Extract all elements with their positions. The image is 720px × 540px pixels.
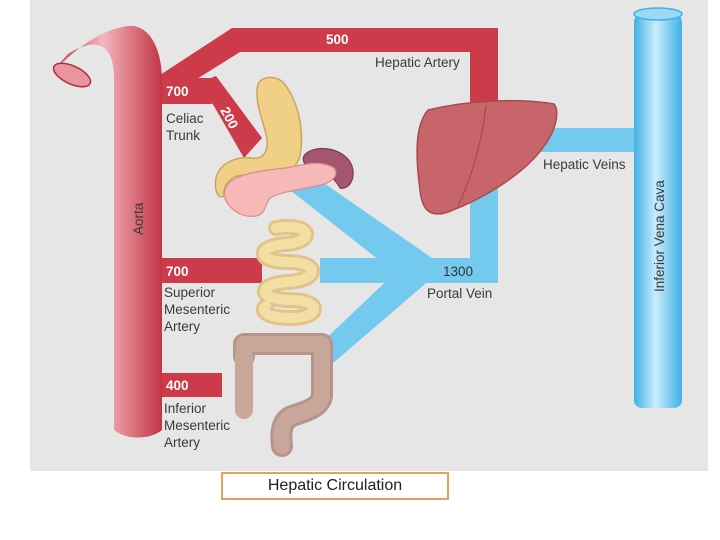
liver-lobe-line <box>457 105 487 207</box>
ivc-opening <box>633 7 683 21</box>
sma-flow: 700 <box>166 264 189 279</box>
portal-vein-label: Portal Vein <box>427 286 492 301</box>
aorta-opening <box>52 62 92 88</box>
celiac-flow: 700 <box>166 84 189 99</box>
inferior-vena-cava: Inferior Vena Cava <box>633 7 683 408</box>
inferior-mesenteric-vein <box>316 268 432 364</box>
hepatic-artery-flow: 500 <box>326 32 349 47</box>
celiac-label-line1: Celiac <box>166 111 204 126</box>
hepatic-artery-label: Hepatic Artery <box>375 55 460 70</box>
ima-label-line1: Inferior <box>164 401 207 416</box>
ima-label-line3: Artery <box>164 435 200 450</box>
hepatic-vein <box>540 128 638 152</box>
hepatic-veins-label: Hepatic Veins <box>543 157 626 172</box>
ivc-label: Inferior Vena Cava <box>652 180 667 292</box>
splenic-vein <box>290 172 432 275</box>
aorta-label: Aorta <box>131 202 146 235</box>
sma-label-line1: Superior <box>164 285 216 300</box>
inferior-mesenteric-artery <box>160 373 222 397</box>
colon-inner <box>236 336 330 454</box>
ima-flow: 400 <box>166 378 189 393</box>
ima-label-line2: Mesenteric <box>164 418 230 433</box>
liver <box>416 99 558 215</box>
caption-text: Hepatic Circulation <box>267 477 403 494</box>
pancreas <box>223 162 337 217</box>
superior-mesenteric-artery <box>160 258 262 283</box>
caption-box: Hepatic Circulation <box>221 472 449 500</box>
aorta: Aorta <box>52 25 162 438</box>
portal-flow: 1300 <box>443 264 473 279</box>
venous-vessels <box>290 128 638 364</box>
arterial-vessels <box>160 28 498 397</box>
small-intestine-lumen <box>258 221 319 324</box>
left-gastric-artery <box>200 76 262 158</box>
celiac-label-line2: Trunk <box>166 128 200 143</box>
hepatic-artery <box>160 28 498 125</box>
sma-label-line3: Artery <box>164 319 200 334</box>
sma-label-line2: Mesenteric <box>164 302 230 317</box>
